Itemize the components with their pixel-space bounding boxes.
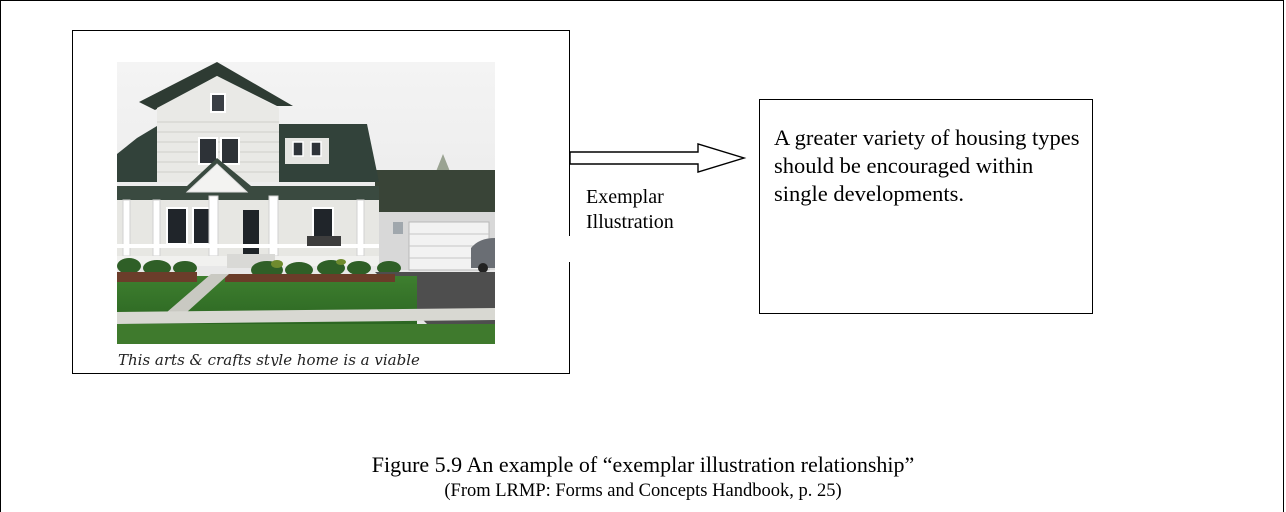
photo-caption-fragment: This arts & crafts style home is a viabl… bbox=[118, 351, 420, 366]
statement-box: A greater variety of housing types shoul… bbox=[759, 99, 1093, 314]
house-illustration bbox=[117, 62, 495, 344]
statement-text: A greater variety of housing types shoul… bbox=[774, 125, 1080, 206]
figure-caption: Figure 5.9 An example of “exemplar illus… bbox=[371, 452, 915, 477]
figure-source: (From LRMP: Forms and Concepts Handbook,… bbox=[444, 481, 842, 501]
right-arrow-icon bbox=[569, 143, 747, 173]
exemplar-illustration-label: Exemplar Illustration bbox=[586, 186, 674, 233]
house-photo bbox=[117, 62, 495, 344]
box-edge-gap bbox=[569, 236, 575, 262]
